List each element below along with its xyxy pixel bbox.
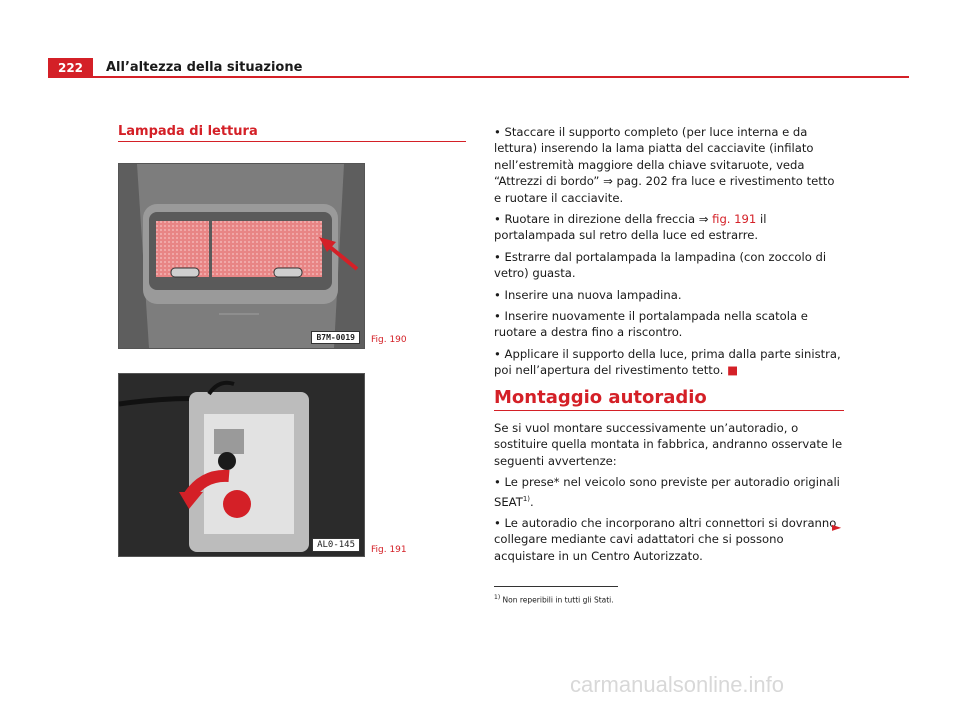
header-rule xyxy=(93,76,909,78)
figure-caption: Fig. 190 xyxy=(371,335,407,345)
footnote-rule xyxy=(494,586,618,587)
section-heading-autoradio: Montaggio autoradio xyxy=(494,387,707,408)
footnote: 1) Non reperibili in tutti gli Stati. xyxy=(494,594,614,605)
instruction-step: • Ruotare in direzione della freccia ⇒ f… xyxy=(494,212,767,243)
instructions-list: • Staccare il supporto completo (per luc… xyxy=(494,124,844,384)
autoradio-text: Se si vuol montare successivamente un’au… xyxy=(494,420,844,569)
section-rule xyxy=(494,410,844,411)
figure-caption: Fig. 191 xyxy=(371,545,407,555)
end-of-section-mark: ■ xyxy=(727,363,739,378)
instruction-step: • Estrarre dal portalampada la lampadina… xyxy=(494,249,827,281)
bullet-item: • Le autoradio che incorporano altri con… xyxy=(494,515,837,563)
figure-code: AL0-145 xyxy=(312,538,360,552)
section-rule xyxy=(118,141,466,142)
figure-link[interactable]: fig. 191 xyxy=(712,212,757,227)
watermark: carmanualsonline.info xyxy=(570,672,785,697)
figure-reading-lamp: B7M-0019 xyxy=(118,163,365,349)
figure-code: B7M-0019 xyxy=(311,331,360,344)
bullet-item: • Le prese* nel veicolo sono previste pe… xyxy=(494,475,840,509)
instruction-step: • Inserire nuovamente il portalampada ne… xyxy=(494,309,808,340)
paragraph: Se si vuol montare successivamente un’au… xyxy=(494,421,843,468)
figure-lamp-holder: AL0-145 xyxy=(118,373,365,557)
instruction-step: • Staccare il supporto completo (per luc… xyxy=(494,125,835,205)
page-number: 222 xyxy=(48,58,93,78)
instruction-step: • Applicare il supporto della luce, prim… xyxy=(494,346,841,378)
lamp-holder-illustration xyxy=(119,374,364,556)
running-title: All’altezza della situazione xyxy=(106,60,303,75)
continue-arrow-icon: ► xyxy=(832,520,842,534)
section-heading-lampada: Lampada di lettura xyxy=(118,124,258,139)
reading-lamp-illustration xyxy=(119,164,364,348)
instruction-step: • Inserire una nuova lampadina. xyxy=(494,287,682,302)
